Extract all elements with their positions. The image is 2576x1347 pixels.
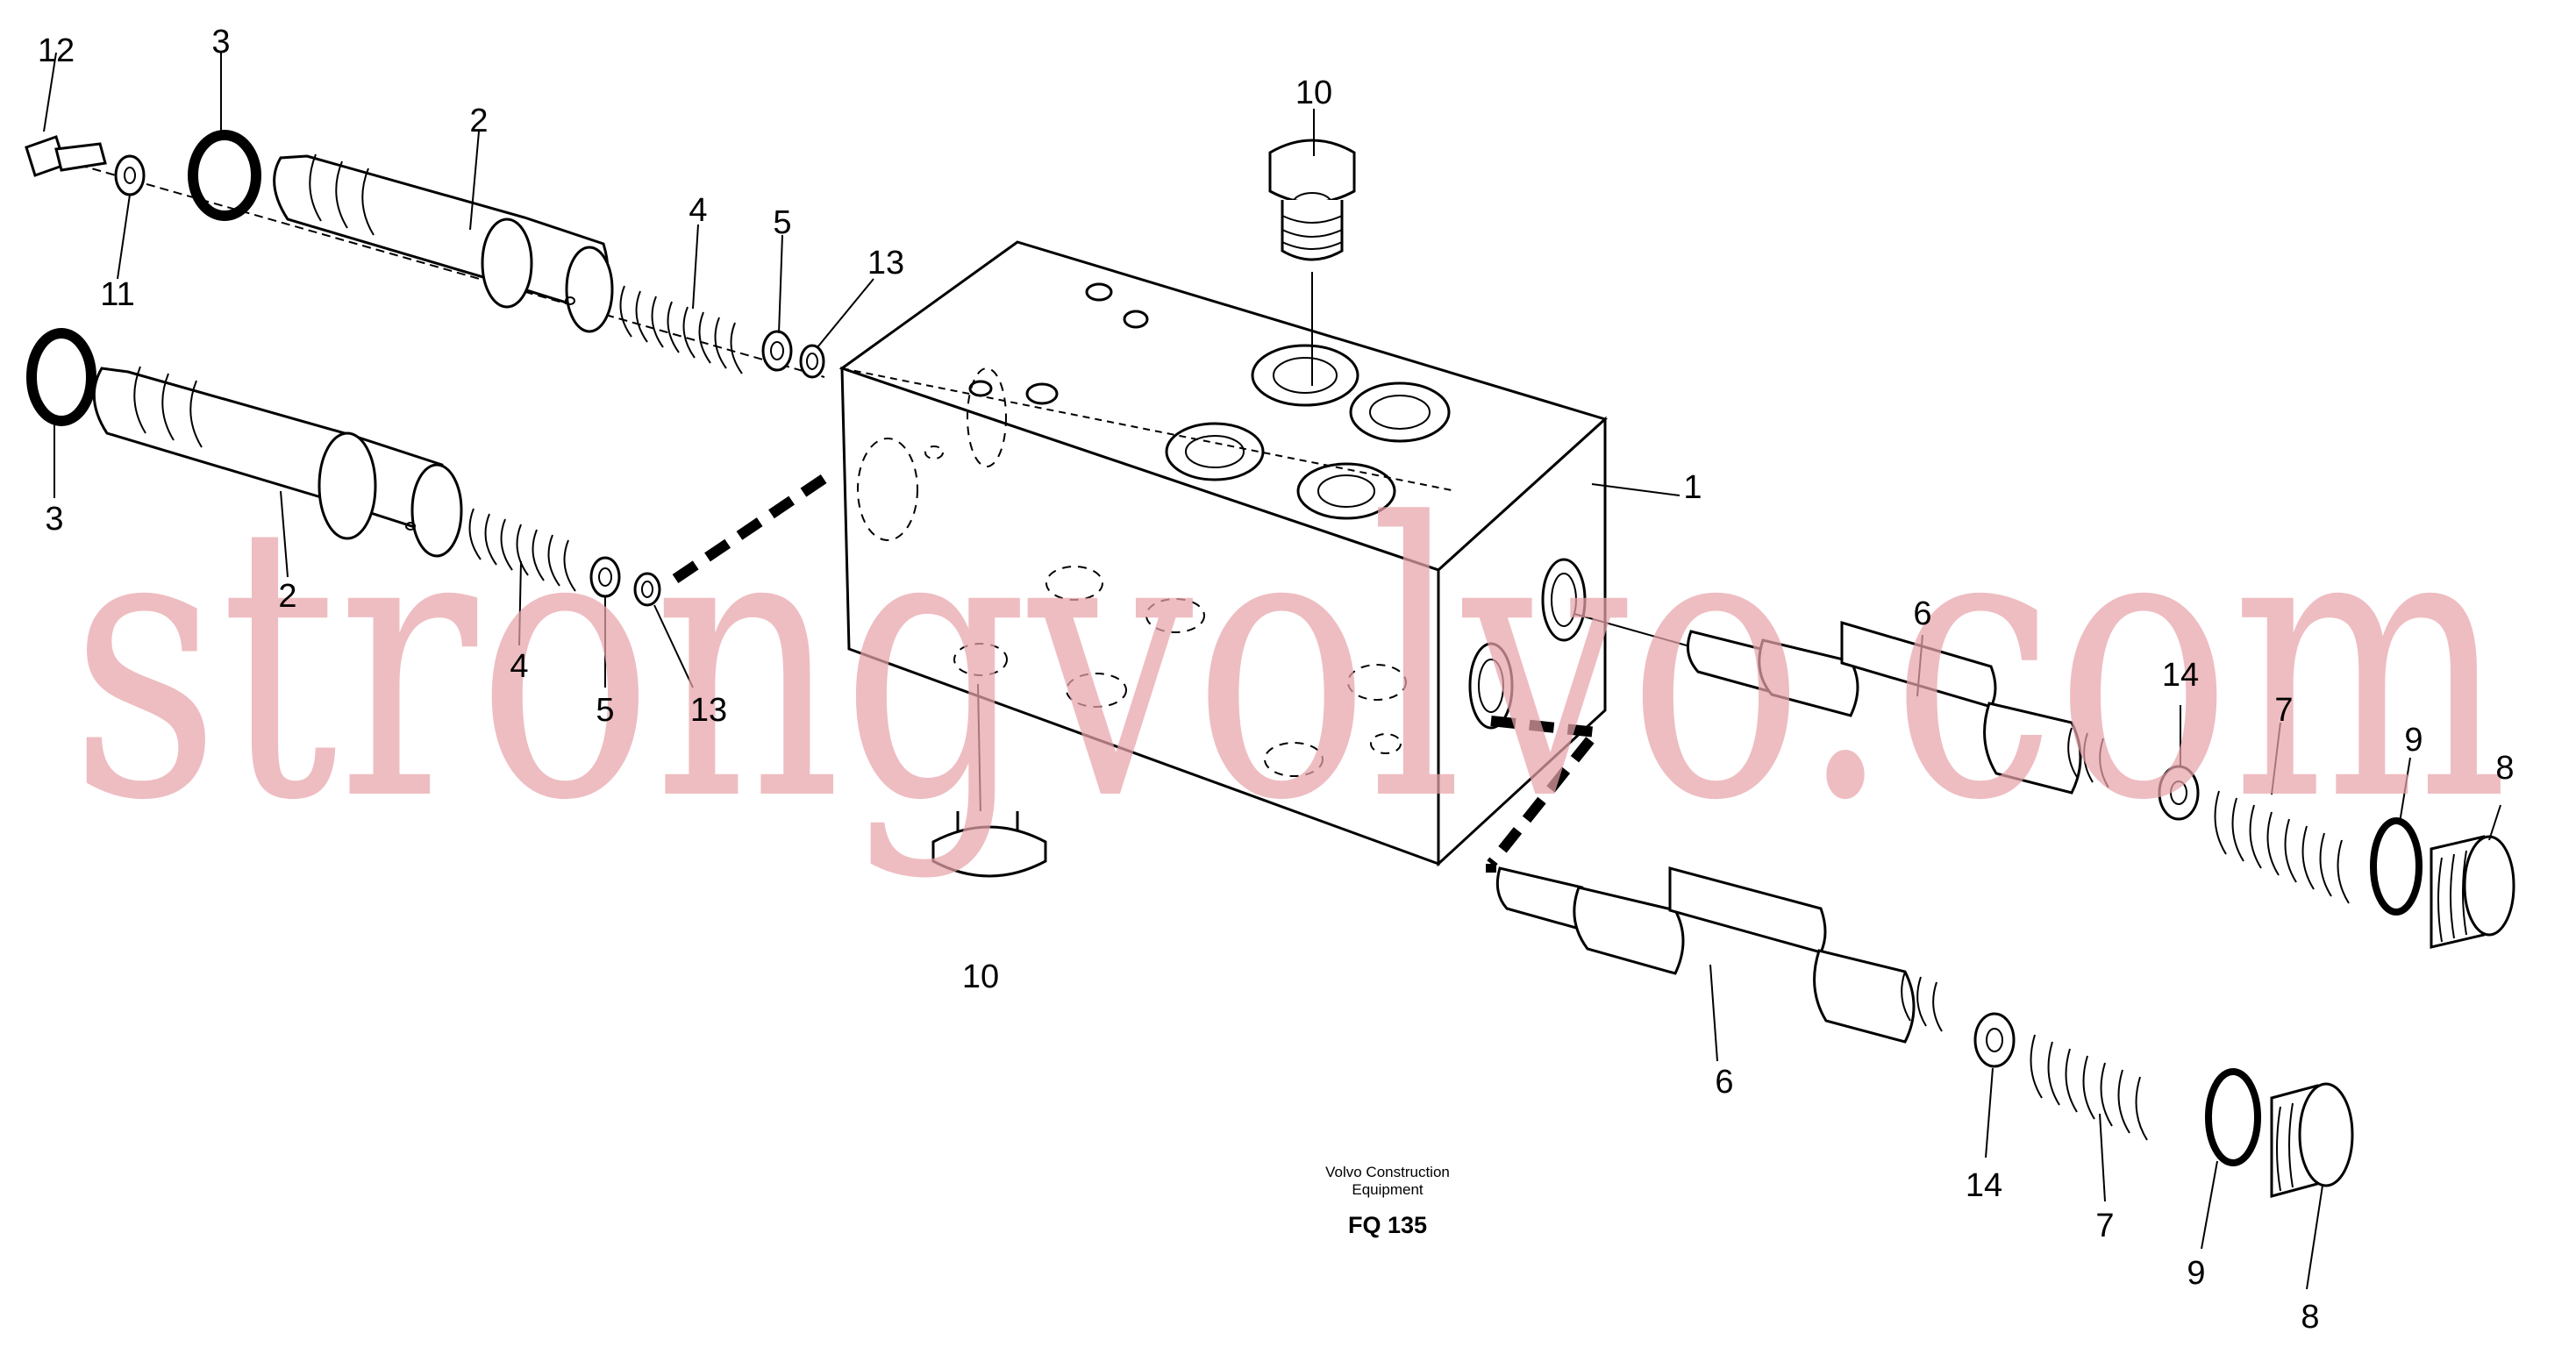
caption: Volvo Construction Equipment FQ 135 — [1325, 1164, 1450, 1238]
callout-3: 3 — [211, 24, 230, 61]
callout-6: 6 — [1913, 595, 1931, 632]
callout-7: 7 — [2095, 1208, 2114, 1244]
callout-5: 5 — [773, 204, 791, 241]
callout-6: 6 — [1715, 1064, 1733, 1101]
leader-lines — [43, 52, 2501, 1290]
top-ports — [968, 282, 1451, 520]
callout-4: 4 — [510, 648, 528, 685]
caption-line-1: Volvo Construction — [1325, 1164, 1450, 1180]
callout-7: 7 — [2274, 692, 2293, 729]
callout-2: 2 — [469, 103, 488, 139]
callout-8: 8 — [2301, 1299, 2319, 1336]
side-ports — [1468, 558, 1587, 730]
callout-12: 12 — [38, 32, 75, 69]
callout-1: 1 — [1683, 469, 1702, 506]
figure-code: FQ 135 — [1348, 1212, 1427, 1238]
right-upper-assembly — [1487, 613, 2515, 949]
caption-line-2: Equipment — [1352, 1181, 1424, 1198]
callout-labels: 12 3 2 11 4 5 13 10 3 2 4 5 13 1 6 14 7 … — [38, 24, 2515, 1336]
callout-8: 8 — [2495, 750, 2514, 787]
plug-top — [1268, 139, 1356, 386]
callout-14: 14 — [2162, 657, 2199, 694]
callout-14: 14 — [1966, 1167, 2002, 1204]
callout-5: 5 — [596, 692, 614, 729]
callout-3: 3 — [45, 501, 63, 538]
plug-bottom — [931, 683, 1047, 878]
callout-13: 13 — [867, 245, 904, 282]
upper-left-assembly — [25, 130, 825, 379]
watermark: strongvolvo.com — [70, 445, 2508, 883]
callout-9: 9 — [2404, 722, 2423, 759]
callout-11: 11 — [100, 276, 134, 313]
middle-left-assembly — [26, 328, 835, 607]
hidden-ports — [857, 367, 1407, 777]
callout-13: 13 — [690, 692, 727, 729]
callout-9: 9 — [2187, 1255, 2205, 1292]
callout-10: 10 — [962, 959, 999, 995]
valve-block — [838, 240, 1608, 867]
callout-2: 2 — [278, 578, 296, 615]
callout-10: 10 — [1295, 75, 1332, 111]
right-lower-assembly — [1486, 864, 2354, 1198]
callout-4: 4 — [689, 192, 707, 229]
